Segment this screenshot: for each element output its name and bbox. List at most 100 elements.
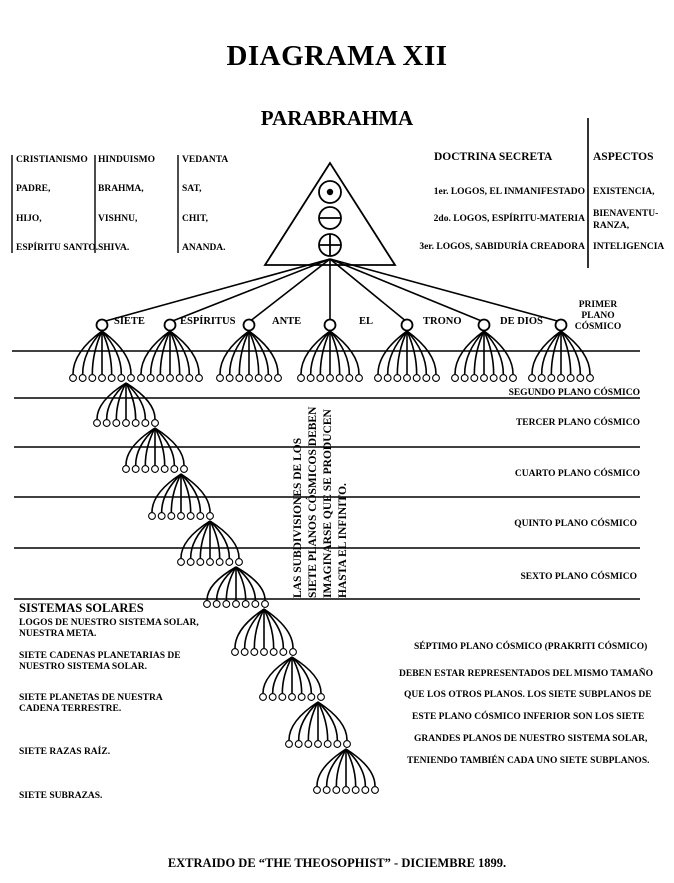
primer-plano-leaf: [499, 374, 508, 382]
subplano-branch: [317, 701, 329, 741]
subplano-leaf: [313, 786, 321, 794]
spirit-line: [248, 258, 331, 323]
subplano-leaf: [232, 600, 240, 608]
primer-plano-leaf: [547, 374, 556, 382]
primer-plano-leaf: [245, 374, 253, 382]
sistemas-solares-header: SISTEMAS SOLARES: [19, 601, 144, 615]
subplano-leaf: [122, 419, 130, 427]
subplano-branch: [96, 382, 127, 420]
subplano-branch: [144, 427, 156, 466]
subplano-branch: [209, 520, 221, 559]
header-doctrina-secreta: DOCTRINA SECRETA: [434, 151, 553, 163]
subplano-leaf: [151, 465, 159, 473]
subplano-branch: [134, 427, 156, 466]
primer-plano-leaf: [509, 374, 517, 382]
subplano-branch: [317, 701, 348, 741]
primer-plano-leaf: [98, 374, 106, 382]
subplano-leaf: [333, 740, 342, 748]
subplano-leaf: [102, 419, 111, 427]
hinduismo-item: SHIVA.: [98, 243, 130, 253]
subplano-branch: [235, 566, 257, 601]
subplano-branch: [189, 520, 211, 559]
primer-plano-leaf: [537, 374, 546, 382]
subplano-leaf: [342, 786, 350, 794]
subplano-leaf: [148, 512, 156, 520]
primer-plano-branch: [248, 330, 279, 375]
header-hinduismo: HINDUISMO: [98, 155, 156, 165]
spirit-line: [329, 258, 562, 323]
subplano-leaf: [361, 786, 370, 794]
subplano-leaf: [279, 648, 288, 656]
spirit-line: [169, 258, 331, 323]
primer-plano-leaf: [355, 374, 363, 382]
plane-label: QUINTO PLANO CÓSMICO: [514, 519, 637, 529]
subplano-leaf: [307, 693, 316, 701]
subplano-leaf: [235, 558, 243, 566]
subplano-branch: [263, 608, 294, 649]
subplano-branch: [291, 656, 322, 694]
primer-plano-branch: [540, 330, 562, 375]
spirit-node: [323, 318, 337, 332]
diagram-subtitle: PARABRAHMA: [260, 106, 414, 130]
primer-plano-leaf: [235, 374, 244, 382]
subplano-branch: [125, 382, 137, 420]
cristianismo-item: ESPÍRITU SANTO.: [16, 243, 99, 253]
spirit-node: [95, 318, 109, 332]
cristianismo-item: HIJO,: [16, 214, 42, 224]
primer-plano-leaf: [480, 374, 488, 382]
primer-plano-label: CÓSMICO: [574, 322, 622, 332]
primer-plano-branch: [377, 330, 408, 375]
primer-plano-label: PRIMER: [578, 300, 618, 310]
subplano-leaf: [141, 465, 150, 473]
primer-plano-branch: [329, 330, 351, 375]
subplano-branch: [281, 656, 293, 694]
primer-plano-branch: [309, 330, 331, 375]
point-circle-dot: [326, 188, 334, 196]
subplano-leaf: [371, 786, 379, 794]
primer-plano-branch: [219, 330, 250, 375]
primer-plano-branch: [329, 330, 341, 375]
subplano-leaf: [268, 693, 277, 701]
subplano-leaf: [269, 648, 278, 656]
primer-plano-leaf: [566, 374, 575, 382]
subplano-branch: [345, 748, 367, 787]
subplano-leaf: [222, 600, 231, 608]
subplano-branch: [297, 701, 319, 741]
logos-item: 2do. LOGOS, ESPÍRITU-MATERIA: [433, 214, 585, 224]
spirits-word: SIETE: [114, 316, 145, 327]
primer-plano-branch: [228, 330, 250, 375]
primer-plano-leaf: [489, 374, 498, 382]
primer-plano-branch: [169, 330, 181, 375]
primer-plano-branch: [101, 330, 123, 375]
sistema-item: LOGOS DE NUESTRO SISTEMA SOLAR,: [19, 618, 199, 628]
primer-plano-leaf: [175, 374, 184, 382]
primer-plano-leaf: [345, 374, 354, 382]
subplano-leaf: [206, 558, 214, 566]
primer-plano-leaf: [88, 374, 97, 382]
aspecto-item: BIENAVENTU-: [593, 209, 659, 219]
primer-plano-branch: [406, 330, 418, 375]
subplano-branch: [345, 748, 376, 787]
point-circle-icon: [318, 180, 342, 204]
primer-plano-leaf: [326, 374, 334, 382]
spirits-word: ESPÍRITUS: [180, 316, 236, 327]
subplano-leaf: [196, 512, 205, 520]
primer-plano-leaf: [225, 374, 234, 382]
primer-plano-leaf: [576, 374, 585, 382]
aspecto-item: EXISTENCIA,: [593, 187, 655, 197]
subplano-branch: [209, 520, 231, 559]
primer-plano-branch: [319, 330, 331, 375]
primer-plano-branch: [169, 330, 200, 375]
primer-plano-leaf: [195, 374, 203, 382]
subplano-leaf: [203, 600, 211, 608]
primer-plano-branch: [386, 330, 408, 375]
subplano-branch: [125, 427, 156, 466]
primer-plano-branch: [72, 330, 103, 375]
primer-plano-branch: [140, 330, 171, 375]
primer-plano-branch: [483, 330, 514, 375]
spirit-node: [242, 318, 256, 332]
plane-label: TERCER PLANO CÓSMICO: [515, 418, 640, 428]
subplano-leaf: [196, 558, 205, 566]
primer-plano-leaf: [185, 374, 194, 382]
subplano-leaf: [260, 648, 268, 656]
